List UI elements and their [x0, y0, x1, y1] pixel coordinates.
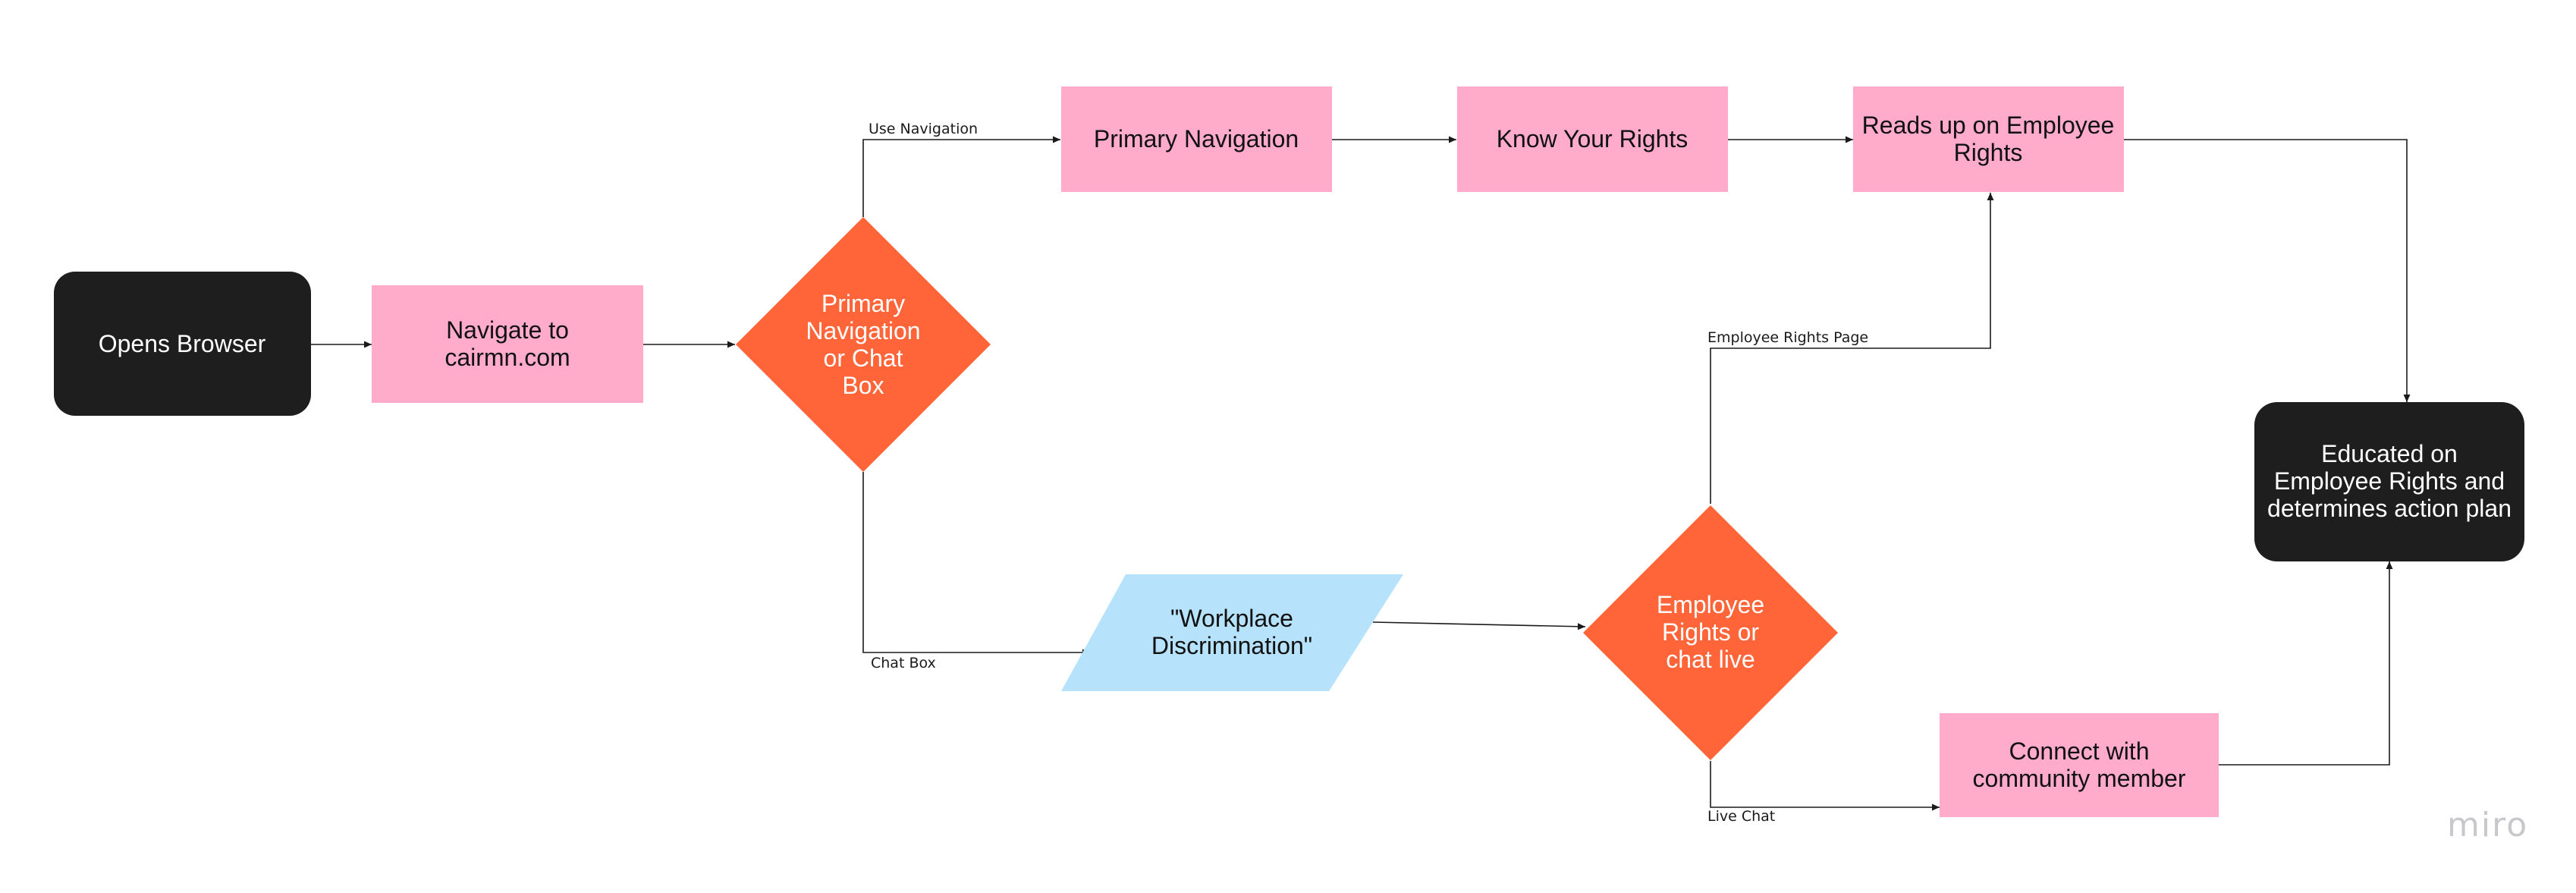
- node-label: Opens Browser: [99, 330, 266, 357]
- node-label-line: Employee Rights and: [2274, 467, 2505, 495]
- decision-shape: [736, 217, 991, 472]
- edge-label-live-chat: Live Chat: [1707, 808, 1775, 825]
- process-shape: [372, 285, 643, 403]
- edge-connect-community-to-educated[interactable]: [2219, 561, 2393, 766]
- node-label: Primary Navigation: [1094, 125, 1299, 153]
- node-label-line: Educated on: [2321, 440, 2458, 467]
- edge-reads-up-to-educated[interactable]: [2124, 139, 2411, 402]
- node-label-line: determines action plan: [2267, 495, 2512, 522]
- node-label-line: Box: [842, 372, 884, 399]
- edge-label-use-navigation: Use Navigation: [869, 121, 978, 137]
- process-shape: [1940, 713, 2219, 817]
- node-opens-browser[interactable]: Opens Browser: [54, 272, 311, 416]
- edge-decision-to-reads-up[interactable]: [1710, 193, 1994, 504]
- input-shape: [1061, 574, 1403, 691]
- edge-labels: Use Navigation Chat Box Employee Rights …: [869, 121, 1868, 825]
- node-label-line: Reads up on Employee: [1862, 112, 2115, 139]
- edge-decision-to-connect-community[interactable]: [1710, 761, 1940, 811]
- edge-label-employee-rights-page: Employee Rights Page: [1707, 329, 1868, 346]
- node-label-line: Rights: [1954, 139, 2023, 166]
- edge-decision-to-workplace-discrimination[interactable]: [862, 472, 1090, 656]
- node-label-line: Primary Navigation: [1094, 125, 1299, 153]
- node-label-line: Know Your Rights: [1497, 125, 1689, 153]
- node-label-line: Discrimination": [1151, 632, 1312, 659]
- edge-label-chat-box: Chat Box: [871, 655, 936, 671]
- node-label-line: community member: [1973, 765, 2186, 792]
- node-label-line: Connect with: [2009, 737, 2150, 765]
- terminal-shape: [54, 272, 311, 416]
- node-label-line: or Chat: [824, 344, 903, 372]
- node-primary-navigation[interactable]: Primary Navigation: [1061, 86, 1332, 192]
- node-label-line: Navigation: [806, 317, 920, 344]
- node-label: Know Your Rights: [1497, 125, 1689, 153]
- process-shape: [1061, 86, 1332, 192]
- process-shape: [1457, 86, 1728, 192]
- decision-shape: [1583, 505, 1838, 760]
- node-label-line: Opens Browser: [99, 330, 266, 357]
- miro-logo: miro: [2447, 806, 2528, 844]
- edge-decision-to-primary-navigation[interactable]: [862, 136, 1060, 217]
- node-label-line: Employee: [1657, 591, 1764, 618]
- node-label-line: Primary: [821, 290, 905, 317]
- node-label-line: Navigate to: [446, 316, 569, 344]
- node-label-line: "Workplace: [1170, 605, 1293, 632]
- process-shape: [1853, 86, 2124, 192]
- node-know-your-rights[interactable]: Know Your Rights: [1457, 86, 1728, 192]
- edges: [311, 136, 2411, 811]
- node-label-line: cairmn.com: [445, 344, 570, 371]
- node-label-line: Rights or: [1662, 618, 1759, 646]
- terminal-shape: [2254, 402, 2524, 561]
- node-label-line: chat live: [1666, 646, 1755, 673]
- edge-workplace-discrimination-to-decision[interactable]: [1372, 621, 1586, 630]
